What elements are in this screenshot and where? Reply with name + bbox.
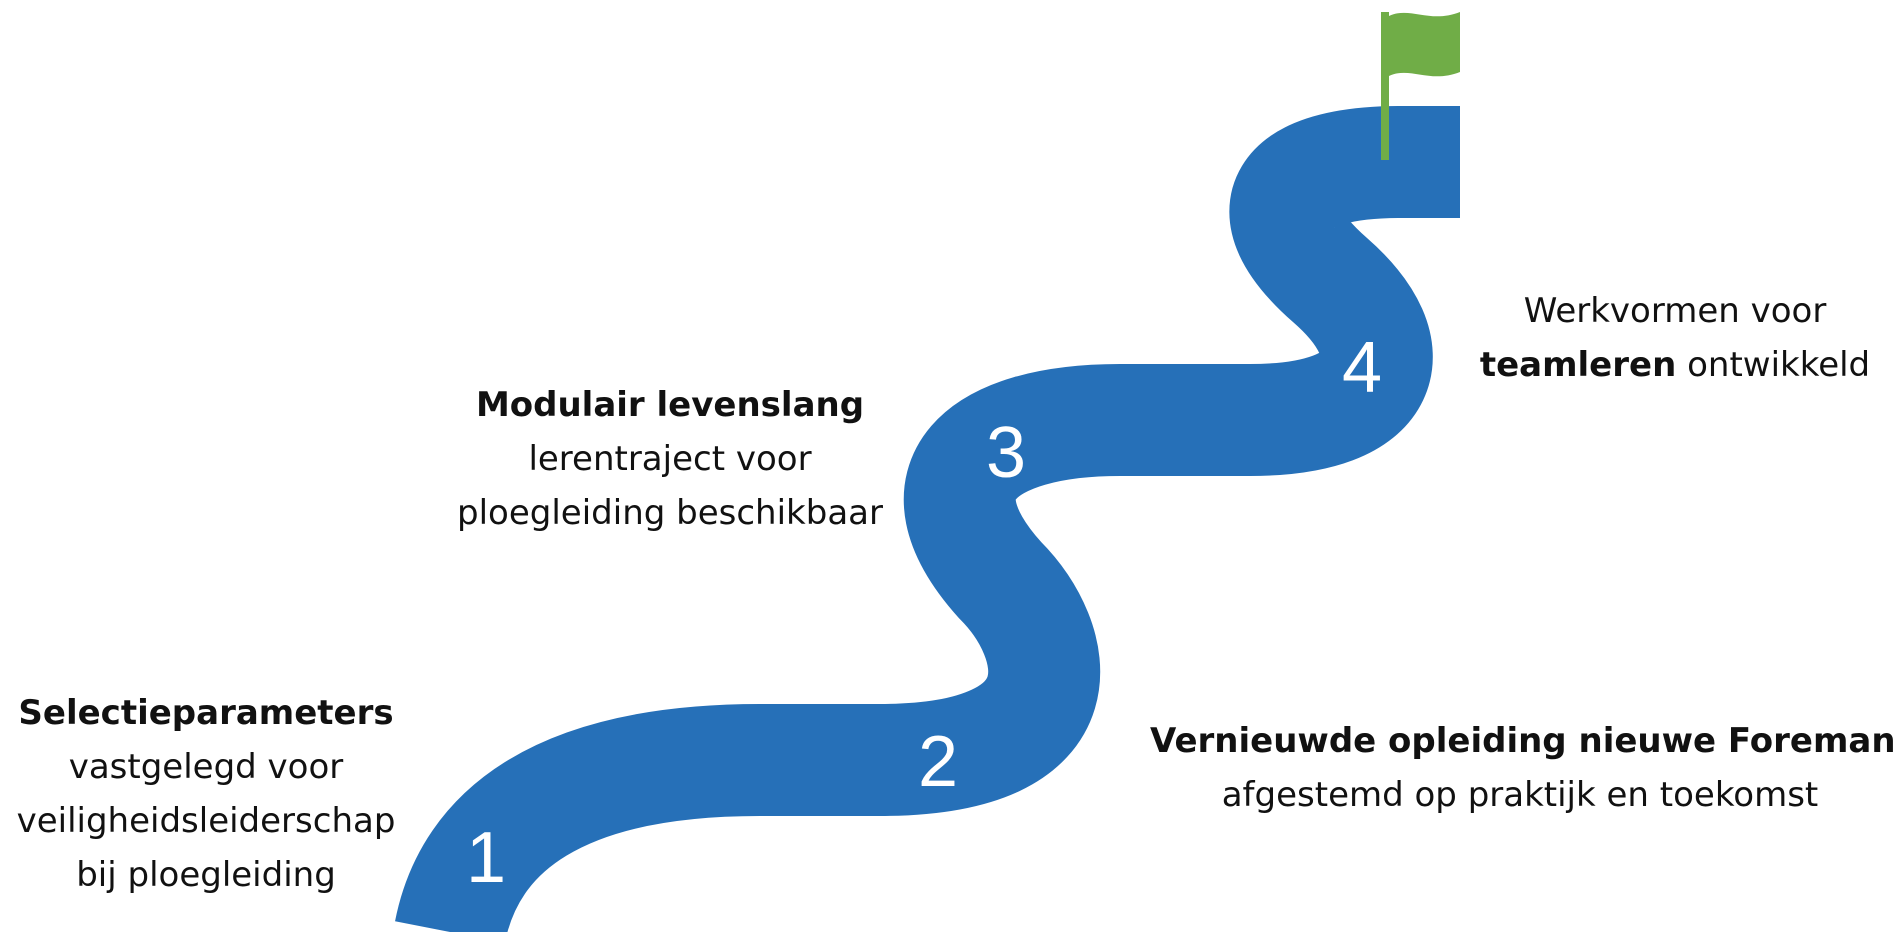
milestone-4-bold: teamleren (1479, 345, 1677, 385)
milestone-3-line-2: ploegleiding beschikbaar (457, 493, 883, 533)
milestone-3-title: Modulair levenslang (475, 385, 865, 425)
milestone-caption-4: Werkvormen voor teamleren ontwikkeld (1460, 284, 1890, 392)
milestone-4-line-1: Werkvormen voor (1523, 291, 1827, 331)
milestone-3-line-1: lerentraject voor (528, 439, 812, 479)
milestone-number-4: 4 (1342, 328, 1382, 408)
milestone-1-line-2: veiligheidsleiderschap (16, 801, 396, 841)
milestone-number-3: 3 (986, 413, 1026, 493)
milestone-1-line-1: vastgelegd voor (68, 747, 344, 787)
milestone-4-line-2-rest: ontwikkeld (1676, 345, 1871, 385)
winding-road (395, 106, 1460, 932)
green-flag-icon (1381, 12, 1460, 160)
milestone-number-2: 2 (918, 722, 958, 802)
milestone-2-line-1: afgestemd op praktijk en toekomst (1221, 775, 1819, 815)
flag-cloth (1389, 12, 1460, 77)
milestone-caption-1: Selectieparameters vastgelegd voor veili… (0, 686, 412, 902)
milestone-caption-3: Modulair levenslang lerentraject voor pl… (430, 378, 910, 540)
milestone-caption-2: Vernieuwde opleiding nieuwe Foreman afge… (1150, 714, 1893, 822)
milestone-1-title: Selectieparameters (18, 693, 394, 733)
milestone-2-title: Vernieuwde opleiding nieuwe Foreman (1150, 721, 1893, 761)
flag-pole (1381, 12, 1389, 160)
milestone-number-1: 1 (466, 818, 506, 898)
milestone-1-line-3: bij ploegleiding (76, 855, 336, 895)
